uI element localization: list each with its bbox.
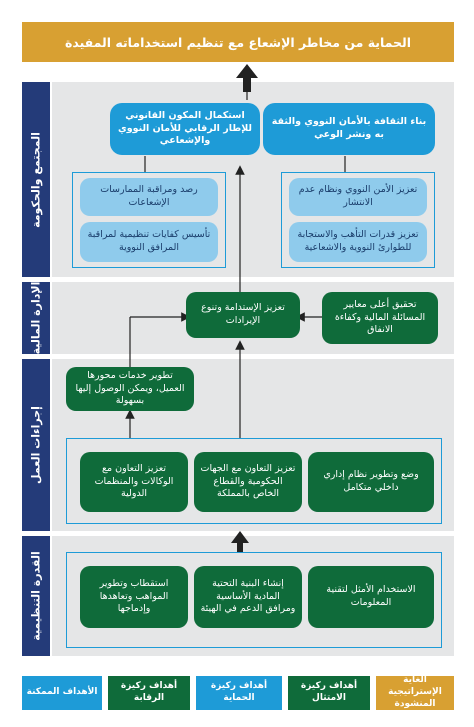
legend-oversight: أهداف ركيزة الرقابة <box>108 676 190 710</box>
goal-radiation-monitoring: رصد ومراقبة الممارسات الإشعاعات <box>80 178 218 216</box>
legend-protection: أهداف ركيزة الحماية <box>196 676 282 710</box>
goal-infrastructure: إنشاء البنية التحتية المادية الأساسية وم… <box>194 566 302 628</box>
goal-sustainability-revenue: تعزيز الإستدامة وتنوع الإيرادات <box>186 292 300 338</box>
goal-internal-admin-system: وضع وتطوير نظام إداري داخلي متكامل <box>308 452 434 512</box>
goal-local-cooperation: تعزيز التعاون مع الجهات الحكومية والقطاع… <box>194 452 302 512</box>
right-subgoals-group <box>281 172 435 268</box>
section-label-community: المجتمع والحكومة <box>22 82 50 277</box>
legend-strategic-goal: الغاية الإستراتيجية المنشودة <box>376 675 454 710</box>
capacity-arrow-up <box>231 531 249 552</box>
legend-compliance: أهداف ركيزة الامتثال <box>288 676 370 710</box>
goal-talent-development: استقطاب وتطوير المواهب وتعاهدها وإدماجها <box>80 566 188 628</box>
goal-financial-accountability: تحقيق أعلى معايير المسائلة المالية وكفاء… <box>322 292 438 344</box>
goal-it-optimization: الاستخدام الأمثل لتقنية المعلومات <box>308 566 434 628</box>
strategic-goal-banner: الحماية من مخاطر الإشعاع مع تنظيم استخدا… <box>22 22 454 62</box>
section-label-finance: الإدارة المالية <box>22 282 50 354</box>
main-arrow-up <box>236 64 258 92</box>
goal-international-cooperation: تعزيز التعاون مع الوكالات والمنظمات الدو… <box>80 452 188 512</box>
strategic-goal-title: الحماية من مخاطر الإشعاع مع تنظيم استخدا… <box>64 34 412 50</box>
capacity-group <box>66 552 442 648</box>
operations-group <box>66 438 442 524</box>
goal-culture-awareness: بناء الثقافة بالأمان النووي والثقة به ون… <box>263 103 435 155</box>
legend-enablers: الأهداف الممكنة <box>22 676 102 710</box>
goal-legal-framework: استكمال المكون القانوني للإطار الرقابي ل… <box>110 103 260 155</box>
section-label-capacity: القدرة التنظيمية <box>22 536 50 656</box>
left-subgoals-group <box>72 172 226 268</box>
goal-customer-services: تطوير خدمات محورها العميل، ويمكن الوصول … <box>66 367 194 411</box>
goal-nuclear-security: تعزيز الأمن النووي ونظام عدم الانتشار <box>289 178 427 216</box>
section-label-operations: إجراءات العمل <box>22 359 50 531</box>
goal-emergency-preparedness: تعزيز قدرات التأهب والاستجابة للطوارئ ال… <box>289 222 427 262</box>
goal-regulatory-competencies: تأسيس كفايات تنظيمية لمراقبة المرافق الن… <box>80 222 218 262</box>
